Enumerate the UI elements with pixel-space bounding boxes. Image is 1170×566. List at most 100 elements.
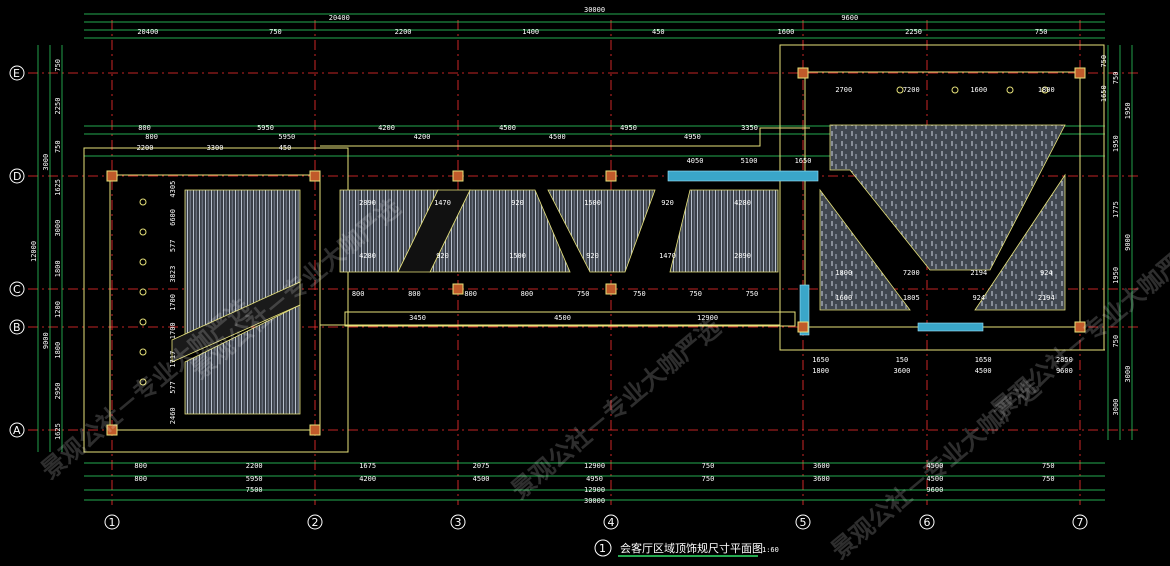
dim-right-mid-0: 1950 — [1124, 102, 1132, 119]
light-fixture-8 — [951, 86, 959, 94]
dim-bottom-r2-6: 3600 — [813, 475, 830, 483]
dimension-lines — [37, 13, 1133, 501]
dim-left-mid-1: 9000 — [42, 332, 50, 349]
dim-mid-row1-4: 920 — [661, 199, 674, 207]
dim-right-row1-3: 1800 — [1038, 86, 1055, 94]
dim-mid-row3-6: 750 — [689, 290, 702, 298]
axis-bubble-D — [9, 168, 25, 184]
column-6 — [452, 283, 464, 295]
dim-bottom-r2-2: 4200 — [359, 475, 376, 483]
light-fixture-5 — [139, 348, 147, 356]
dim-right-outer-2: 1775 — [1112, 201, 1120, 218]
ceiling-panels — [171, 124, 1066, 415]
dim-right-row2-2: 2194 — [970, 269, 987, 277]
dim-right-row3-0: 1600 — [835, 294, 852, 302]
dim-left-inner-1: 2250 — [54, 98, 62, 115]
dim-right-row3-3: 2194 — [1038, 294, 1055, 302]
column-9 — [1074, 321, 1086, 333]
dim-top-r5-0: 2200 — [137, 144, 154, 152]
axis-label-6: 6 — [924, 516, 931, 529]
dim-corridor-1: 4500 — [554, 314, 571, 322]
dim-mid-row2-4: 1470 — [659, 252, 676, 260]
dim-mid-row1-1: 1470 — [434, 199, 451, 207]
axis-bubble-E — [9, 65, 25, 81]
dim-right-row5-1: 3600 — [893, 367, 910, 375]
dim-top-r4-1: 5950 — [278, 133, 295, 141]
dim-bottom-r1-1: 2200 — [246, 462, 263, 470]
dim-top-r2-4: 450 — [652, 28, 665, 36]
dim-left-inner-9: 1625 — [54, 423, 62, 440]
title-number: 1 — [599, 542, 606, 555]
column-5 — [1074, 67, 1086, 79]
axis-bubble-3 — [450, 514, 466, 530]
dim-left-inner-3: 1625 — [54, 179, 62, 196]
dim-bottom-r2-4: 4950 — [586, 475, 603, 483]
dim-bottom-r2-0: 800 — [134, 475, 147, 483]
dim-right-row2-0: 1800 — [835, 269, 852, 277]
dim-right-row1-2: 1600 — [970, 86, 987, 94]
dim-left-room-2: 577 — [169, 239, 177, 252]
column-7 — [605, 283, 617, 295]
axis-bubble-A — [9, 422, 25, 438]
dim-bottom-r1-8: 750 — [1042, 462, 1055, 470]
dim-mid-row1-0: 2890 — [359, 199, 376, 207]
axis-label-1: 1 — [109, 516, 116, 529]
dim-left-room-0: 4305 — [169, 181, 177, 198]
dim-right-row3-2: 924 — [972, 294, 985, 302]
light-fixture-1 — [139, 228, 147, 236]
dim-top-r2-7: 750 — [1035, 28, 1048, 36]
dim-bottom-r1-3: 2075 — [473, 462, 490, 470]
axis-label-C: C — [13, 283, 21, 296]
dim-left-room-3: 3823 — [169, 266, 177, 283]
dim-mid-row2-3: 920 — [586, 252, 599, 260]
dim-bottom-r1-7: 4500 — [926, 462, 943, 470]
dim-strip-2: 1650 — [795, 157, 812, 165]
dim-mid-row3-0: 800 — [352, 290, 365, 298]
dim-top-r4-2: 4200 — [414, 133, 431, 141]
column-markers — [106, 67, 1086, 436]
dim-top-r4-0: 800 — [145, 133, 158, 141]
axis-bubble-C — [9, 281, 25, 297]
dim-top-r2-3: 1400 — [522, 28, 539, 36]
dim-bottom-r3-0: 7500 — [246, 486, 263, 494]
dim-bottom-r3-1: 12900 — [584, 486, 605, 494]
dim-left-inner-5: 1800 — [54, 260, 62, 277]
axis-label-2: 2 — [312, 516, 319, 529]
cyan-strips — [667, 170, 984, 336]
dim-top-r3-0: 800 — [138, 124, 151, 132]
axis-label-B: B — [13, 321, 21, 334]
column-2 — [452, 170, 464, 182]
axis-label-D: D — [13, 170, 21, 183]
dim-right-row1-0: 2700 — [835, 86, 852, 94]
axis-label-A: A — [13, 424, 21, 437]
dim-right-row5-3: 9600 — [1056, 367, 1073, 375]
dim-mid-row1-3: 1500 — [584, 199, 601, 207]
dim-right-outer-0: 750 — [1112, 72, 1120, 85]
dim-top-r2-2: 2200 — [395, 28, 412, 36]
dim-left-mid-0: 3000 — [42, 154, 50, 171]
dim-right-inner-1: 1650 — [1100, 85, 1108, 102]
dim-top-r3-4: 4950 — [620, 124, 637, 132]
dim-bottom-r1-4: 12900 — [584, 462, 605, 470]
axis-bubble-6 — [919, 514, 935, 530]
light-fixture-9 — [1006, 86, 1014, 94]
dim-bottom-r1-6: 3600 — [813, 462, 830, 470]
dim-bottom-overall-0: 30000 — [584, 497, 605, 505]
dim-top-r1-0: 20400 — [329, 14, 350, 22]
dim-strip-0: 4050 — [687, 157, 704, 165]
dim-mid-row1-2: 920 — [511, 199, 524, 207]
dim-right-outer-3: 1950 — [1112, 267, 1120, 284]
dim-left-room-8: 2460 — [169, 407, 177, 424]
axis-bubble-7 — [1072, 514, 1088, 530]
plan-outline — [83, 44, 1105, 453]
dim-top-r1-1: 9600 — [841, 14, 858, 22]
column-3 — [605, 170, 617, 182]
dim-left-inner-0: 750 — [54, 59, 62, 72]
column-4 — [797, 67, 809, 79]
title-text: 会客厅区域顶饰规尺寸平面图 — [620, 541, 763, 555]
dim-right-row4-1: 150 — [896, 356, 909, 364]
dim-right-outer-5: 3000 — [1112, 399, 1120, 416]
